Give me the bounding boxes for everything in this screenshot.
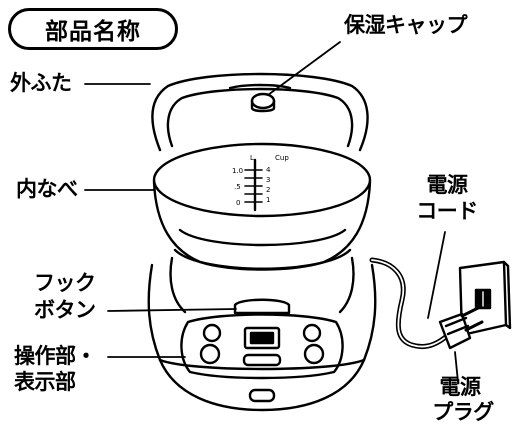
label-power-plug-line2: プラグ bbox=[432, 400, 494, 424]
scale-right-mark-2: 3 bbox=[266, 176, 270, 184]
scale-right-mark-1: 4 bbox=[266, 166, 271, 174]
label-power-plug-line1: 電源 bbox=[439, 375, 482, 399]
power-cord bbox=[369, 257, 451, 350]
hook-button bbox=[233, 298, 291, 315]
section-title: 部品名称 bbox=[8, 8, 178, 50]
scale-header-left: L bbox=[250, 154, 254, 162]
power-plug bbox=[438, 306, 484, 350]
body bbox=[147, 256, 377, 412]
humidity-cap bbox=[250, 92, 276, 113]
label-panel-line1: 操作部・ bbox=[14, 344, 97, 368]
inner-pot bbox=[152, 142, 372, 271]
measurement-scale: L Cup 1.0 .5 0 4 3 2 1 bbox=[232, 154, 289, 207]
label-power-cord-line2: コード bbox=[416, 199, 478, 223]
leader-lines bbox=[84, 41, 459, 383]
outer-lid bbox=[151, 72, 369, 152]
scale-left-mark-1: 1.0 bbox=[232, 167, 243, 175]
control-panel bbox=[180, 313, 344, 380]
scale-header-right: Cup bbox=[275, 154, 289, 162]
label-hook-line2: ボタン bbox=[34, 298, 96, 322]
label-humidity-cap: 保湿キャップ bbox=[344, 13, 468, 37]
scale-right-mark-3: 2 bbox=[266, 186, 270, 194]
scale-left-mark-2: .5 bbox=[234, 183, 241, 191]
label-panel-line2: 表示部 bbox=[14, 370, 76, 394]
scale-left-mark-3: 0 bbox=[236, 199, 240, 207]
label-inner-pot: 内なべ bbox=[16, 177, 78, 201]
label-outer-lid: 外ふた bbox=[10, 71, 72, 95]
label-hook-line1: フック bbox=[34, 271, 96, 295]
scale-right-mark-4: 1 bbox=[266, 196, 270, 204]
label-power-cord-line1: 電源 bbox=[426, 173, 469, 197]
wall-outlet bbox=[458, 260, 512, 337]
